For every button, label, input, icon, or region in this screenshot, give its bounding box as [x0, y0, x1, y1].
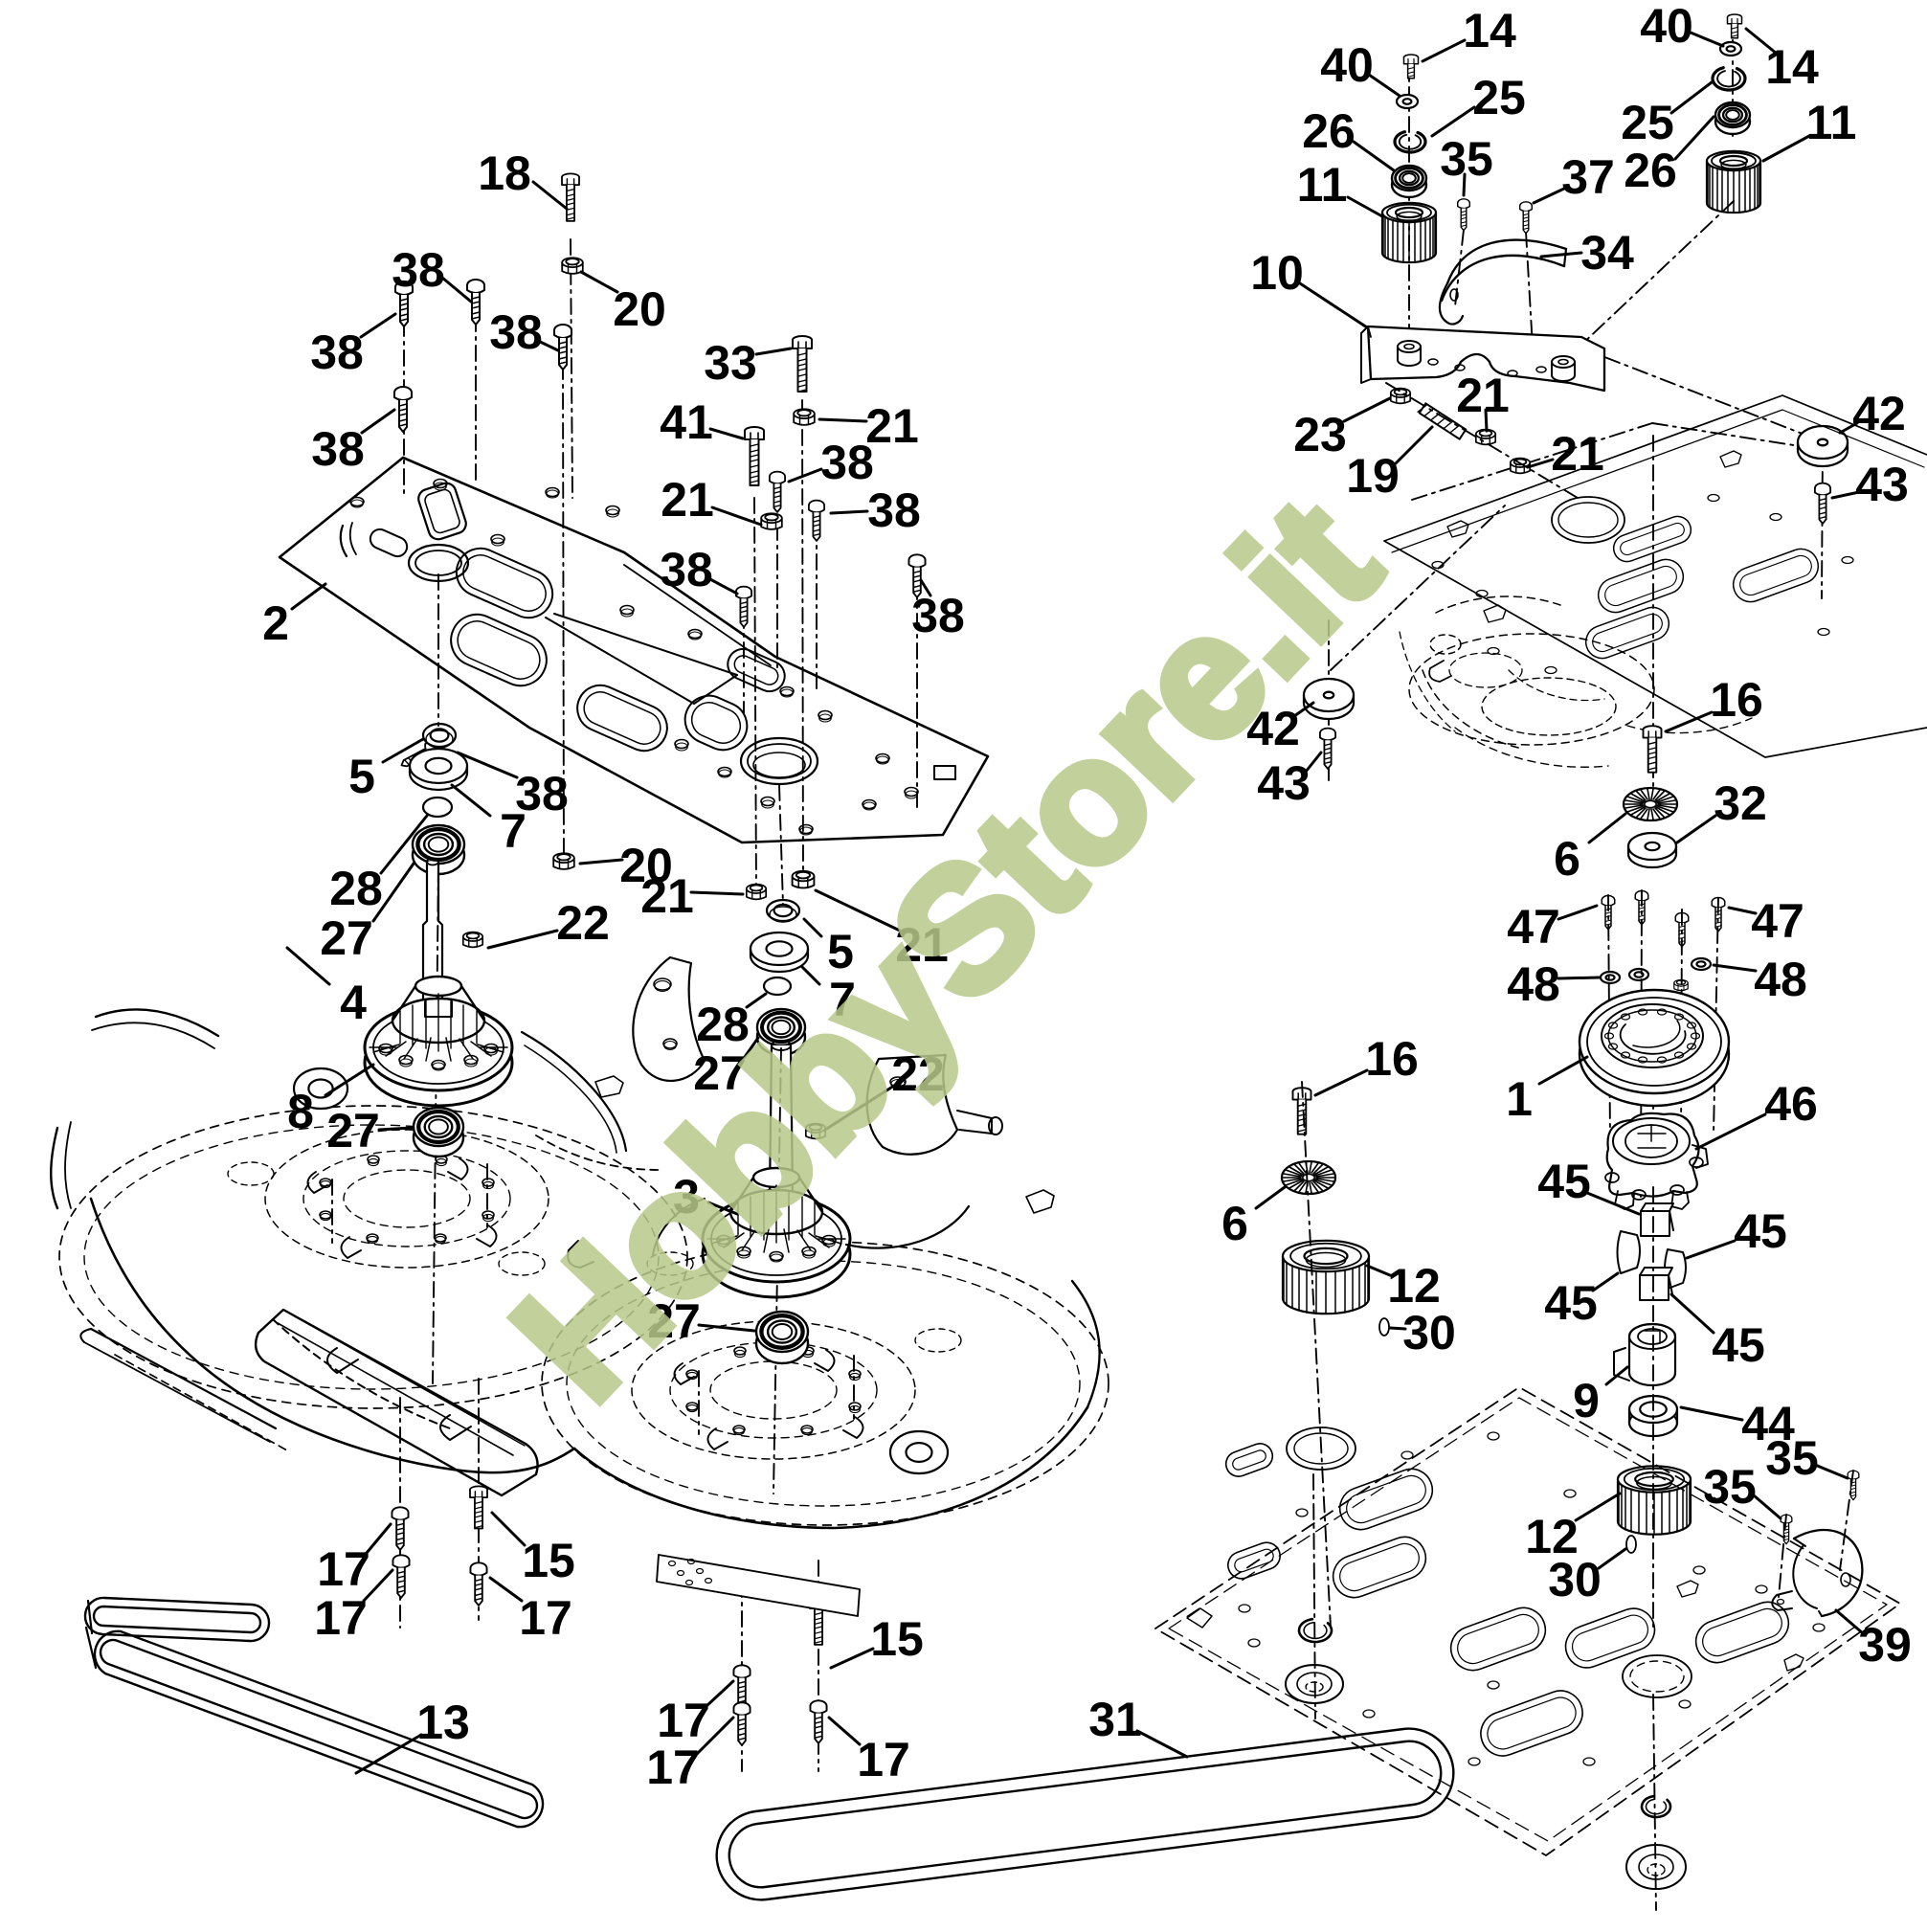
svg-text:25: 25	[1621, 96, 1674, 149]
svg-text:5: 5	[348, 750, 375, 803]
svg-text:7: 7	[829, 973, 856, 1026]
svg-text:15: 15	[870, 1612, 924, 1666]
svg-text:21: 21	[865, 399, 919, 453]
svg-text:16: 16	[1365, 1032, 1419, 1086]
svg-text:38: 38	[392, 243, 445, 297]
svg-text:22: 22	[891, 1047, 945, 1101]
svg-text:12: 12	[1525, 1510, 1579, 1563]
svg-text:26: 26	[1302, 104, 1356, 158]
svg-text:38: 38	[660, 543, 713, 596]
svg-text:35: 35	[1440, 132, 1493, 186]
svg-text:38: 38	[310, 326, 364, 379]
svg-text:11: 11	[1297, 158, 1348, 212]
svg-text:43: 43	[1855, 458, 1909, 511]
svg-text:6: 6	[1221, 1197, 1248, 1250]
svg-text:13: 13	[416, 1696, 470, 1749]
svg-text:46: 46	[1764, 1077, 1818, 1131]
svg-text:9: 9	[1573, 1374, 1600, 1427]
svg-text:14: 14	[1463, 4, 1516, 57]
svg-text:18: 18	[478, 146, 531, 200]
svg-text:21: 21	[640, 869, 694, 923]
svg-text:43: 43	[1257, 756, 1311, 810]
svg-text:30: 30	[1548, 1553, 1602, 1606]
svg-text:17: 17	[314, 1591, 368, 1645]
svg-text:5: 5	[827, 925, 854, 978]
svg-text:41: 41	[660, 395, 713, 449]
svg-text:27: 27	[693, 1046, 747, 1100]
svg-text:8: 8	[287, 1085, 314, 1138]
svg-text:27: 27	[320, 911, 373, 965]
svg-text:12: 12	[1387, 1259, 1441, 1313]
svg-text:38: 38	[515, 767, 569, 820]
svg-text:47: 47	[1507, 900, 1560, 954]
svg-text:10: 10	[1250, 246, 1304, 300]
svg-text:27: 27	[326, 1104, 380, 1157]
svg-text:21: 21	[661, 473, 714, 527]
svg-text:17: 17	[646, 1741, 700, 1794]
svg-text:7: 7	[500, 804, 527, 858]
svg-text:34: 34	[1580, 226, 1634, 280]
svg-text:39: 39	[1858, 1618, 1912, 1672]
svg-text:3: 3	[673, 1170, 700, 1224]
svg-text:21: 21	[895, 918, 949, 972]
svg-text:17: 17	[657, 1694, 710, 1747]
svg-text:11: 11	[1806, 96, 1857, 149]
svg-text:45: 45	[1712, 1318, 1765, 1372]
svg-text:45: 45	[1734, 1204, 1787, 1258]
svg-text:38: 38	[820, 436, 874, 489]
svg-text:27: 27	[647, 1294, 701, 1348]
svg-text:44: 44	[1741, 1397, 1795, 1450]
svg-text:17: 17	[317, 1542, 370, 1596]
svg-text:45: 45	[1537, 1155, 1591, 1208]
svg-text:32: 32	[1714, 776, 1767, 830]
svg-text:4: 4	[340, 976, 367, 1029]
svg-text:38: 38	[911, 589, 965, 642]
svg-text:21: 21	[1456, 369, 1510, 422]
svg-text:6: 6	[1554, 832, 1580, 886]
svg-text:21: 21	[1551, 427, 1604, 481]
svg-text:48: 48	[1507, 957, 1560, 1011]
svg-text:2: 2	[262, 596, 289, 650]
svg-text:17: 17	[857, 1733, 910, 1786]
svg-text:38: 38	[489, 305, 543, 359]
svg-text:47: 47	[1751, 894, 1804, 948]
svg-text:35: 35	[1703, 1460, 1757, 1514]
svg-text:19: 19	[1346, 449, 1400, 503]
svg-text:23: 23	[1293, 408, 1347, 461]
svg-text:17: 17	[519, 1591, 572, 1645]
svg-text:30: 30	[1402, 1306, 1456, 1359]
svg-text:22: 22	[556, 896, 610, 950]
svg-text:16: 16	[1710, 673, 1763, 727]
svg-text:35: 35	[1765, 1431, 1819, 1485]
svg-text:42: 42	[1852, 387, 1906, 440]
svg-text:45: 45	[1544, 1276, 1598, 1330]
svg-text:42: 42	[1246, 702, 1300, 755]
svg-text:25: 25	[1472, 71, 1526, 124]
svg-text:48: 48	[1754, 953, 1807, 1006]
svg-text:40: 40	[1320, 38, 1374, 92]
svg-text:40: 40	[1640, 0, 1693, 53]
svg-text:33: 33	[704, 336, 757, 390]
svg-text:1: 1	[1506, 1072, 1533, 1126]
svg-text:31: 31	[1088, 1693, 1142, 1746]
svg-text:28: 28	[329, 862, 383, 915]
svg-text:14: 14	[1765, 40, 1819, 94]
svg-text:20: 20	[613, 282, 666, 336]
svg-text:20: 20	[619, 839, 673, 892]
svg-text:38: 38	[867, 483, 921, 537]
svg-text:37: 37	[1561, 150, 1615, 204]
svg-text:26: 26	[1624, 144, 1677, 197]
svg-text:15: 15	[522, 1534, 575, 1587]
svg-text:28: 28	[696, 998, 750, 1051]
svg-text:38: 38	[311, 422, 365, 476]
